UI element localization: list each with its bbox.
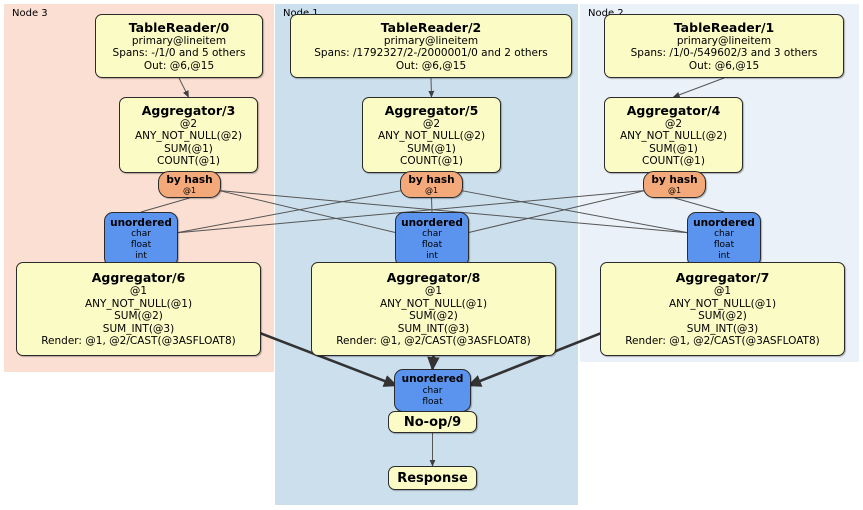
node-detail-line: ANY_NOT_NULL(@1) <box>379 297 488 310</box>
node-detail-line: @2 <box>664 117 683 130</box>
graph-node-byhash4[interactable]: by hash@1 <box>643 171 706 198</box>
node-detail-line: Out: @6,@15 <box>688 59 760 72</box>
node-title: Aggregator/7 <box>675 270 770 286</box>
node-detail-line: COUNT(@1) <box>157 155 220 167</box>
node-title: unordered <box>693 216 755 229</box>
node-title: Aggregator/4 <box>626 102 721 118</box>
node-title: by hash <box>651 174 698 186</box>
node-detail-line: COUNT(@1) <box>642 155 705 167</box>
node-title: by hash <box>166 174 213 186</box>
node-title: TableReader/2 <box>380 19 482 35</box>
node-detail-line: SUM(@1) <box>164 142 213 155</box>
node-detail-line: SUM(@2) <box>114 310 163 323</box>
node-detail-line: ANY_NOT_NULL(@2) <box>377 130 486 142</box>
node-detail-line: SUM_INT(@3) <box>686 322 759 335</box>
node-title: No-op/9 <box>403 414 462 430</box>
node-panel-label: Node 3 <box>12 8 48 19</box>
node-detail-line: Spans: /1/0-/549602/3 and 3 others <box>630 47 818 60</box>
graph-node-byhash5[interactable]: by hash@1 <box>400 171 463 198</box>
node-title: unordered <box>110 216 172 229</box>
node-detail-line: SUM_INT(@3) <box>102 322 175 335</box>
node-panel-label: Node 1 <box>283 8 319 20</box>
graph-node-noop9[interactable]: No-op/9 <box>388 411 477 433</box>
graph-node-byhash3[interactable]: by hash@1 <box>158 171 221 198</box>
node-detail-line: @1 <box>667 186 682 195</box>
node-detail-line: @1 <box>424 285 443 298</box>
node-detail-line: int <box>718 251 730 262</box>
node-detail-line: float <box>713 240 735 251</box>
node-detail-line: char <box>714 229 734 240</box>
node-detail-line: ANY_NOT_NULL(@2) <box>134 130 243 142</box>
node-detail-line: SUM_INT(@3) <box>397 322 470 335</box>
node-detail-line: SUM(@2) <box>409 310 458 323</box>
node-detail-line: ANY_NOT_NULL(@2) <box>619 130 728 142</box>
node-detail-line: @1 <box>713 285 732 298</box>
node-detail-line: Spans: /1792327/2-/2000001/0 and 2 other… <box>314 47 548 60</box>
node-detail-line: ANY_NOT_NULL(@1) <box>668 297 777 310</box>
node-detail-line: int <box>426 251 438 262</box>
node-detail-line: int <box>135 251 147 262</box>
node-title: TableReader/0 <box>128 19 230 35</box>
node-detail-line: SUM(@1) <box>649 142 698 155</box>
node-title: unordered <box>401 373 464 386</box>
node-detail-line: Render: @1, @2/CAST(@3ASFLOAT8) <box>336 335 531 348</box>
node-title: Aggregator/8 <box>386 270 481 286</box>
node-detail-line: float <box>421 240 443 251</box>
node-title: Aggregator/5 <box>384 102 479 118</box>
node-detail-line: Out: @6,@15 <box>143 59 215 72</box>
node-detail-line: @2 <box>422 117 441 130</box>
node-detail-line: @1 <box>424 186 439 195</box>
node-detail-line: @2 <box>179 117 198 130</box>
node-detail-line: char <box>422 229 442 240</box>
graph-node-response[interactable]: Response <box>388 466 477 490</box>
node-detail-line: char <box>422 385 443 396</box>
node-title: by hash <box>408 174 455 186</box>
node-detail-line: Render: @1, @2/CAST(@3ASFLOAT8) <box>41 335 236 348</box>
node-detail-line: @1 <box>129 285 148 298</box>
node-detail-line: COUNT(@1) <box>400 155 463 167</box>
node-title: TableReader/1 <box>673 19 775 35</box>
node-detail-line: SUM(@2) <box>698 310 747 323</box>
node-detail-line: SUM(@1) <box>407 142 456 155</box>
node-title: Aggregator/3 <box>141 102 236 118</box>
node-panel-label: Node 2 <box>588 8 624 19</box>
node-detail-line: @1 <box>182 186 197 195</box>
node-title: Response <box>397 470 468 486</box>
node-detail-line: ANY_NOT_NULL(@1) <box>84 297 193 310</box>
node-detail-line: Render: @1, @2/CAST(@3ASFLOAT8) <box>625 335 820 348</box>
node-detail-line: char <box>131 229 151 240</box>
node-detail-line: primary@lineitem <box>131 34 227 47</box>
node-detail-line: float <box>422 396 443 407</box>
node-detail-line: primary@lineitem <box>383 34 479 47</box>
node-detail-line: primary@lineitem <box>676 34 772 47</box>
node-title: Aggregator/6 <box>91 270 186 286</box>
node-detail-line: float <box>130 240 152 251</box>
node-title: unordered <box>401 216 463 229</box>
node-detail-line: Out: @6,@15 <box>395 59 467 72</box>
node-detail-line: Spans: -/1/0 and 5 others <box>112 47 246 60</box>
